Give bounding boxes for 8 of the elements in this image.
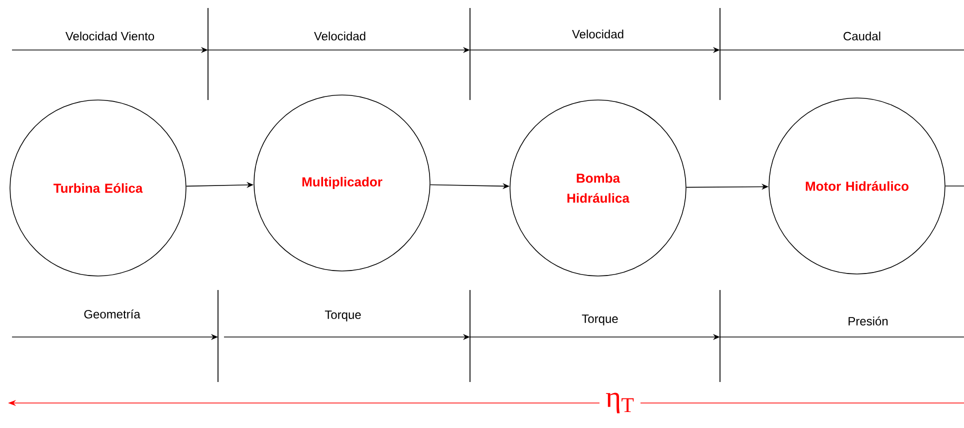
variable-label: Geometría (84, 310, 140, 318)
variable-label: Torque (324, 310, 361, 322)
variable-label: Presión (848, 316, 888, 326)
variable-label: Caudal (844, 32, 880, 40)
variable-label: Velocidad (314, 32, 366, 40)
variable-label: Torque (582, 314, 618, 326)
variable-label: Velocidad (572, 30, 624, 38)
variable-label: Velocidad Viento (65, 32, 154, 40)
